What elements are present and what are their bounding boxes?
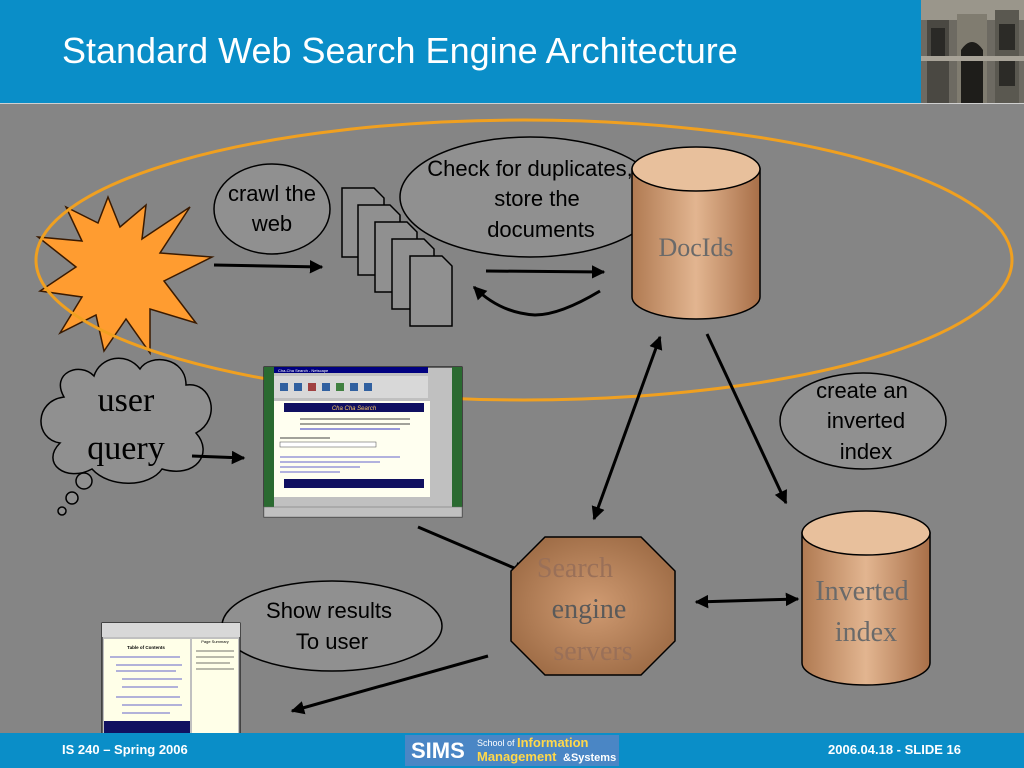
sims-logo-mark: SIMS <box>411 738 465 763</box>
create-index-ellipse <box>779 372 947 470</box>
crawler-highlight <box>34 118 1014 402</box>
docids-to-index-arrow <box>705 333 788 505</box>
slide-header: Standard Web Search Engine Architecture <box>0 0 1024 103</box>
engine-index-arrow <box>694 592 800 609</box>
search-engine-octagon <box>510 536 676 676</box>
user-query-cloud <box>40 357 212 516</box>
diagram-area: crawl the web Check for duplicates, stor… <box>0 103 1024 734</box>
store-arrow <box>485 265 606 279</box>
search-engine-label-3: servers <box>553 636 632 667</box>
user-query-label-2: query <box>87 430 164 467</box>
inverted-index-cylinder <box>801 510 931 686</box>
document-stack-icon <box>341 187 453 327</box>
results-summary-title: Page Summary <box>201 639 229 644</box>
footer-slide-number: 2006.04.18 - SLIDE 16 <box>828 742 961 757</box>
crawl-label-2: web <box>251 211 292 236</box>
slide-footer: IS 240 – Spring 2006 SIMS School of Info… <box>0 733 1024 768</box>
browser-title: Cha-Cha Search - Netscape <box>278 368 329 373</box>
slide-title: Standard Web Search Engine Architecture <box>62 30 738 71</box>
return-arrow <box>472 285 601 317</box>
check-label-2: store the <box>494 186 580 211</box>
architecture-diagram: crawl the web Check for duplicates, stor… <box>34 118 1014 734</box>
web-explosion-icon <box>35 194 215 356</box>
sims-logo-management: Management <box>477 749 557 764</box>
docids-label: DocIds <box>658 233 733 262</box>
create-index-label-1: create an <box>816 378 908 403</box>
footer-course: IS 240 – Spring 2006 <box>62 742 188 757</box>
results-arrow <box>290 654 489 715</box>
show-results-label-1: Show results <box>266 598 392 623</box>
crawl-arrow <box>213 260 324 274</box>
crawl-ellipse <box>213 163 331 255</box>
search-engine-label-1: Search <box>537 553 613 584</box>
sims-logo-school: School of <box>477 738 515 748</box>
results-screenshot: Table of Contents Page Summary <box>101 622 241 734</box>
query-arrow <box>191 450 246 465</box>
browser-screenshot: Cha-Cha Search - Netscape Cha Cha Search <box>263 366 463 518</box>
show-results-ellipse <box>221 580 443 672</box>
sims-logo: SIMS School of Information Management &S… <box>405 735 619 766</box>
inverted-index-label-2: index <box>835 617 897 648</box>
inverted-index-label-1: Inverted <box>815 576 908 607</box>
search-docids-arrow <box>591 335 663 521</box>
docids-cylinder <box>631 146 761 320</box>
sims-logo-information: Information <box>517 735 589 750</box>
building-photo <box>921 0 1024 103</box>
user-query-label-1: user <box>98 382 155 419</box>
results-toc-title: Table of Contents <box>127 645 165 650</box>
browser-banner: Cha Cha Search <box>332 406 377 412</box>
create-index-label-3: index <box>840 439 893 464</box>
browser-to-engine-arrow <box>417 525 528 575</box>
check-label-3: documents <box>487 217 595 242</box>
check-label-1: Check for duplicates, <box>427 156 632 181</box>
search-engine-label-2: engine <box>552 594 627 625</box>
show-results-label-2: To user <box>296 629 368 654</box>
crawl-label-1: crawl the <box>228 181 316 206</box>
sims-logo-systems: &Systems <box>563 752 617 764</box>
create-index-label-2: inverted <box>827 408 905 433</box>
